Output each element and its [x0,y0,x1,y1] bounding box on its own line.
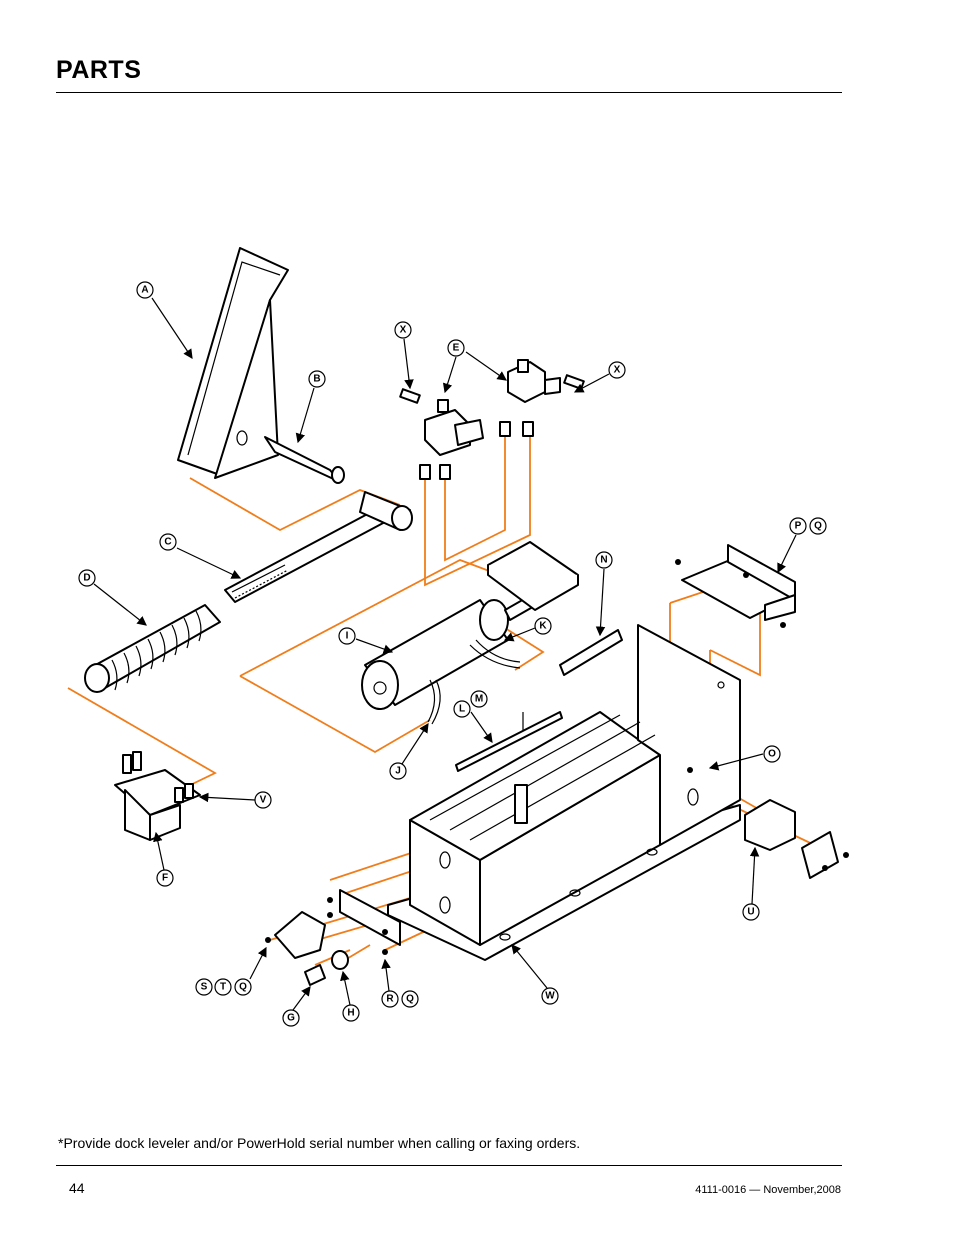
svg-text:Q: Q [814,521,822,532]
document-id: 4111-0016 — November,2008 [695,1184,841,1196]
svg-text:C: C [164,537,171,548]
callout-u: U [742,903,760,921]
callout-d: D [78,569,96,587]
callout-i: I [338,627,356,645]
svg-text:H: H [347,1008,354,1019]
part-a-bracket [177,247,289,479]
svg-text:Q: Q [239,982,247,993]
part-e-valves [399,359,585,480]
svg-text:B: B [313,374,320,385]
svg-text:F: F [162,873,168,884]
callout-g: G [282,1009,300,1027]
part-p-cover [681,544,796,621]
callout-v: V [254,791,272,809]
callout-x-right: X [608,361,626,379]
callout-k: K [534,617,552,635]
callout-e: E [447,339,465,357]
callout-p: P [789,517,807,535]
svg-text:V: V [260,795,267,806]
ordering-note: *Provide dock leveler and/or PowerHold s… [58,1135,581,1151]
part-b-pin [264,436,345,484]
callout-r: R [381,990,399,1008]
part-i-cylinder [361,589,546,725]
svg-text:Q: Q [406,994,414,1005]
part-n-bar [559,629,623,676]
svg-text:K: K [539,621,547,632]
callout-j: J [389,762,407,780]
callout-x-left: X [394,321,412,339]
svg-text:J: J [395,766,401,777]
svg-text:I: I [346,631,349,642]
svg-text:G: G [287,1013,295,1024]
callout-a: A [136,281,154,299]
part-w-housing [387,624,741,961]
foot-pad [487,541,579,611]
callout-t: T [214,978,232,996]
callout-f: F [156,869,174,887]
callout-o: O [763,745,781,763]
svg-text:T: T [220,982,226,993]
page-title: PARTS [56,56,142,84]
svg-text:L: L [459,704,465,715]
svg-text:U: U [747,907,754,918]
svg-text:N: N [600,555,607,566]
svg-text:O: O [768,749,776,760]
footer-rule [56,1165,842,1166]
svg-text:D: D [83,573,90,584]
callout-w: W [541,987,559,1005]
part-l-rod [455,711,563,772]
callout-n: N [595,551,613,569]
svg-text:W: W [545,991,555,1002]
callout-l: L [453,700,471,718]
svg-text:E: E [453,343,460,354]
callout-q-bottom: Q [401,990,419,1008]
svg-text:A: A [141,285,148,296]
part-c-rod [224,491,413,603]
svg-text:M: M [475,694,483,705]
callout-q-left: Q [234,978,252,996]
small-parts [265,559,849,986]
part-u-block [744,799,839,879]
part-d-spring [84,604,221,693]
svg-text:S: S [201,982,208,993]
callout-m: M [470,690,488,708]
callout-b: B [308,370,326,388]
header-rule [56,92,842,93]
callout-h: H [342,1004,360,1022]
svg-text:X: X [614,365,621,376]
part-f-mount [114,751,201,841]
svg-text:X: X [400,325,407,336]
page-number: 44 [69,1180,85,1196]
callout-s: S [195,978,213,996]
svg-text:R: R [386,994,394,1005]
svg-text:P: P [795,521,802,532]
callout-q-top: Q [809,517,827,535]
callout-c: C [159,533,177,551]
leader-lines [93,297,797,1011]
